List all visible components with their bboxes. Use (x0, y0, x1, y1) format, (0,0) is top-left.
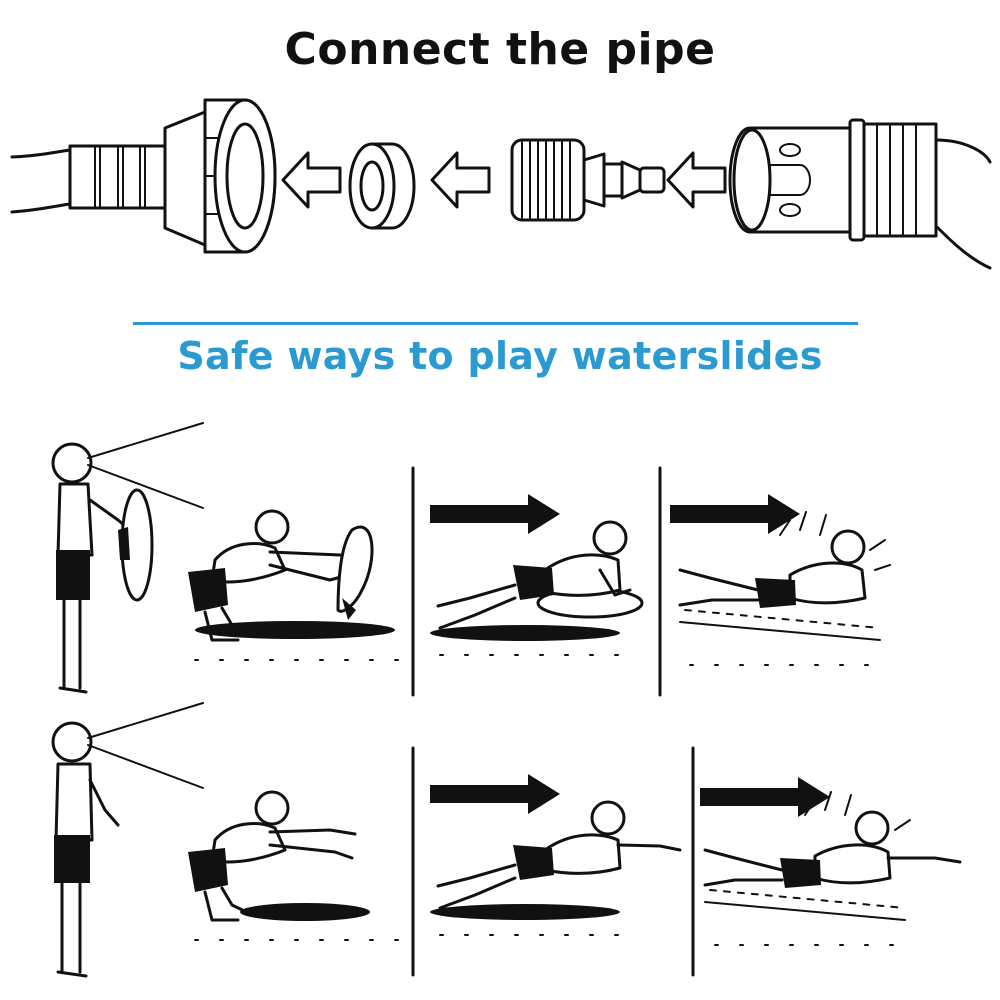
arrow-right-icon (430, 774, 560, 814)
section-divider (133, 322, 858, 325)
sliding-child-figure (430, 520, 644, 641)
bodyboard-icon (336, 525, 374, 620)
bodyboard-icon (118, 488, 154, 602)
splashing-child-figure (703, 791, 962, 921)
threaded-adapter-icon (510, 138, 666, 222)
hose-icon (10, 144, 167, 214)
standing-child-figure (51, 702, 204, 978)
arrow-right-icon (700, 777, 830, 817)
threaded-nut-icon (163, 98, 277, 254)
standing-child-figure (51, 422, 204, 694)
page-title: Connect the pipe (284, 24, 716, 75)
rubber-washer-icon (348, 142, 416, 230)
arrow-left-icon (281, 151, 342, 209)
arrow-left-icon (666, 151, 727, 209)
arrow-right-icon (430, 494, 560, 534)
arrow-right-icon (670, 494, 800, 534)
quick-connector-icon (728, 118, 992, 270)
section-title: Safe ways to play waterslides (177, 334, 823, 378)
splashing-child-figure (678, 511, 891, 641)
arrow-left-icon (430, 151, 491, 209)
pipe-connection-diagram (10, 98, 992, 270)
crouching-child-figure (188, 790, 370, 922)
sliding-child-figure (430, 800, 682, 920)
crouching-child-figure (188, 509, 395, 642)
